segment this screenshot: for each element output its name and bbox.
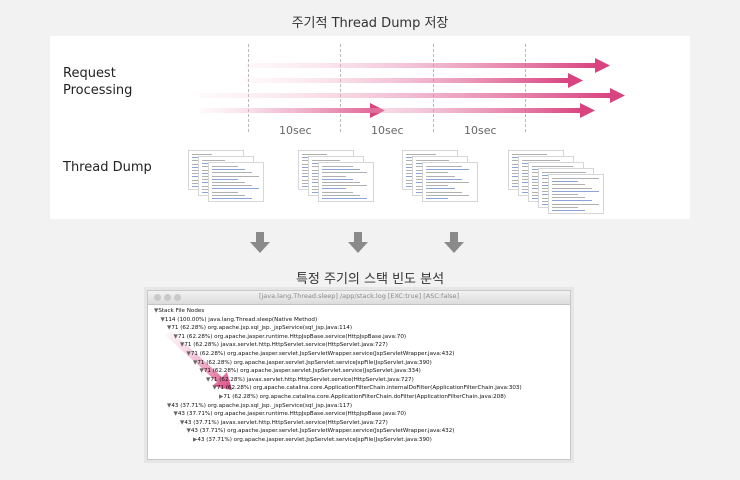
tree-node[interactable]: ▼71 (62.28%) org.apache.catalina.core.Ap… bbox=[213, 385, 522, 392]
interval-label-1: 10sec bbox=[279, 124, 312, 137]
tree-node[interactable]: ▼71 (62.28%) org.apache.jasper.servlet.J… bbox=[200, 368, 421, 375]
request-processing-label: Request Processing bbox=[63, 65, 132, 99]
expanded-triangle-icon[interactable]: ▼ bbox=[206, 376, 211, 383]
tree-node[interactable]: ▼Stack File Nodes bbox=[154, 308, 204, 315]
request-arrow-1 bbox=[245, 58, 610, 73]
expanded-triangle-icon[interactable]: ▼ bbox=[167, 402, 172, 409]
request-arrow-5 bbox=[290, 103, 595, 118]
tree-node[interactable]: ▼71 (62.28%) javax.servlet.http.HttpServ… bbox=[180, 342, 388, 349]
expanded-triangle-icon[interactable]: ▼ bbox=[193, 359, 198, 366]
window-titlebar[interactable]: [java.lang.Thread.sleep] /app/stack.log … bbox=[148, 291, 570, 305]
tree-node[interactable]: ▼71 (62.28%) org.apache.jasper.runtime.H… bbox=[174, 334, 407, 341]
tree-node-label: 71 (62.28%) javax.servlet.http.HttpServl… bbox=[210, 376, 414, 383]
request-label-line-2: Processing bbox=[63, 83, 133, 98]
expanded-triangle-icon[interactable]: ▼ bbox=[180, 342, 185, 349]
tree-node-label: Stack File Nodes bbox=[158, 308, 205, 314]
thread-dump-panel: Request Processing Thread Dump 10sec 10s… bbox=[50, 36, 690, 219]
tree-node[interactable]: ▼71 (62.28%) org.apache.jsp.sql_jsp._jsp… bbox=[167, 325, 352, 332]
tree-node[interactable]: ▼71 (62.28%) org.apache.jasper.servlet.J… bbox=[193, 360, 432, 367]
tree-node[interactable]: ▼71 (62.28%) javax.servlet.http.HttpServ… bbox=[206, 377, 414, 384]
interval-divider-2 bbox=[340, 44, 341, 132]
bottom-title: 특정 주기의 스택 빈도 분석 bbox=[295, 272, 445, 287]
interval-label-2: 10sec bbox=[371, 124, 404, 137]
top-title: 주기적 Thread Dump 저장 bbox=[291, 16, 449, 31]
expanded-triangle-icon[interactable]: ▼ bbox=[154, 308, 159, 314]
drilldown-arrow bbox=[165, 331, 232, 390]
tree-node-label: 71 (62.28%) org.apache.catalina.core.App… bbox=[223, 394, 506, 400]
stack-analyzer-window: [java.lang.Thread.sleep] /app/stack.log … bbox=[147, 290, 571, 460]
request-arrow-3 bbox=[200, 88, 625, 103]
expanded-triangle-icon[interactable]: ▼ bbox=[186, 428, 191, 435]
tree-node-label: 43 (37.71%) org.apache.jasper.servlet.Js… bbox=[197, 437, 432, 443]
tree-node[interactable]: ▶43 (37.71%) org.apache.jasper.servlet.J… bbox=[193, 437, 432, 444]
tree-node-label: 71 (62.28%) org.apache.jasper.servlet.Js… bbox=[197, 359, 432, 366]
expanded-triangle-icon[interactable]: ▼ bbox=[180, 419, 185, 426]
tree-node[interactable]: ▼43 (37.71%) org.apache.jasper.runtime.H… bbox=[174, 411, 407, 418]
tree-node[interactable]: ▼114 (100.00%) java.lang.Thread.sleep(Na… bbox=[161, 317, 318, 324]
down-arrow-icon-1 bbox=[250, 232, 270, 253]
down-arrow-icon-3 bbox=[444, 232, 464, 253]
request-label-line-1: Request bbox=[63, 66, 116, 81]
tree-node-label: 43 (37.71%) org.apache.jasper.runtime.Ht… bbox=[177, 411, 407, 418]
tree-node-label: 71 (62.28%) javax.servlet.http.HttpServl… bbox=[184, 342, 388, 349]
thread-dump-snapshot bbox=[548, 174, 604, 214]
window-title: [java.lang.Thread.sleep] /app/stack.log … bbox=[258, 292, 460, 300]
interval-divider-3 bbox=[433, 44, 434, 132]
down-arrow-icon-2 bbox=[348, 232, 368, 253]
tree-node-label: 43 (37.71%) org.apache.jsp.sql_jsp._jspS… bbox=[171, 402, 353, 409]
expanded-triangle-icon[interactable]: ▼ bbox=[199, 368, 204, 375]
expanded-triangle-icon[interactable]: ▼ bbox=[167, 325, 172, 332]
tree-node-label: 71 (62.28%) org.apache.jasper.servlet.Js… bbox=[190, 351, 455, 357]
tree-node-label: 43 (37.71%) org.apache.jasper.servlet.Js… bbox=[190, 428, 455, 435]
thread-dump-snapshot bbox=[422, 162, 478, 202]
minimize-button[interactable] bbox=[164, 294, 171, 301]
zoom-button[interactable] bbox=[174, 294, 181, 301]
interval-divider-1 bbox=[248, 44, 249, 132]
expanded-triangle-icon[interactable]: ▼ bbox=[160, 316, 165, 323]
tree-node-label: 71 (62.28%) org.apache.jasper.servlet.Js… bbox=[203, 368, 421, 375]
thread-dump-snapshot bbox=[318, 162, 374, 202]
expanded-triangle-icon[interactable]: ▼ bbox=[173, 333, 178, 340]
interval-label-3: 10sec bbox=[464, 124, 497, 137]
collapsed-triangle-icon[interactable]: ▶ bbox=[219, 394, 224, 400]
tree-node[interactable]: ▼43 (37.71%) org.apache.jsp.sql_jsp._jsp… bbox=[167, 403, 352, 410]
tree-node-label: 71 (62.28%) org.apache.jsp.sql_jsp._jspS… bbox=[171, 325, 353, 332]
tree-node-label: 114 (100.00%) java.lang.Thread.sleep(Nat… bbox=[164, 316, 318, 323]
request-arrow-2 bbox=[245, 73, 583, 88]
tree-node[interactable]: ▼43 (37.71%) javax.servlet.http.HttpServ… bbox=[180, 420, 388, 427]
tree-node[interactable]: ▼43 (37.71%) org.apache.jasper.servlet.J… bbox=[187, 428, 455, 435]
close-button[interactable] bbox=[154, 294, 161, 301]
tree-node-label: 43 (37.71%) javax.servlet.http.HttpServl… bbox=[184, 419, 388, 426]
request-arrows bbox=[200, 58, 625, 118]
tree-node[interactable]: ▼71 (62.28%) org.apache.jasper.servlet.J… bbox=[187, 351, 455, 358]
tree-node-label: 71 (62.28%) org.apache.jasper.runtime.Ht… bbox=[177, 333, 407, 340]
expanded-triangle-icon[interactable]: ▼ bbox=[173, 411, 178, 418]
tree-node-label: 71 (62.28%) org.apache.catalina.core.App… bbox=[216, 385, 522, 392]
thread-dump-snapshot bbox=[208, 162, 264, 202]
expanded-triangle-icon[interactable]: ▼ bbox=[186, 351, 191, 357]
interval-divider-4 bbox=[525, 44, 526, 132]
collapsed-triangle-icon[interactable]: ▶ bbox=[193, 437, 198, 443]
expanded-triangle-icon[interactable]: ▼ bbox=[212, 385, 217, 392]
thread-dump-label: Thread Dump bbox=[63, 160, 152, 175]
tree-node[interactable]: ▶71 (62.28%) org.apache.catalina.core.Ap… bbox=[219, 394, 506, 401]
